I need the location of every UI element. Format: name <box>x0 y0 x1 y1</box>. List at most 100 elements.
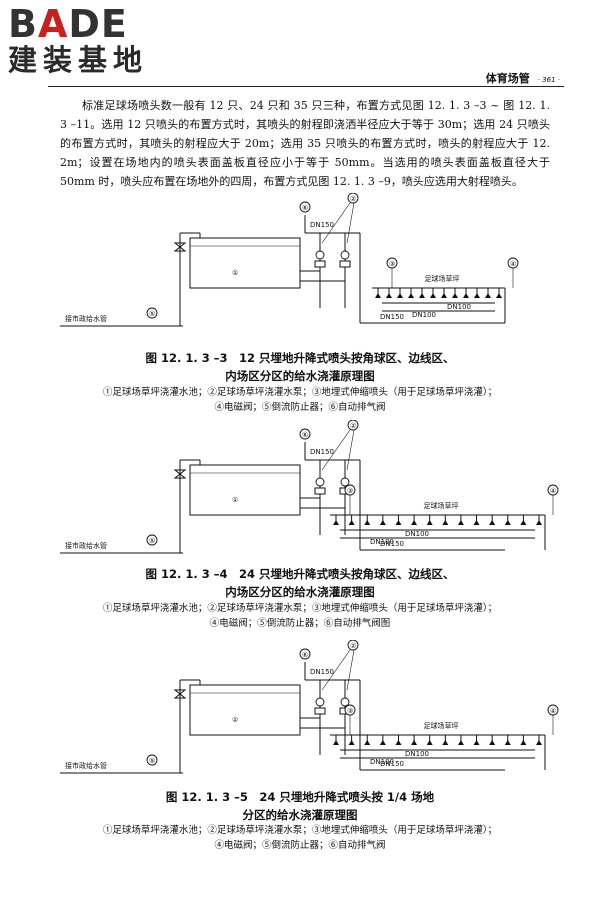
sprinkler-head-icon <box>504 520 511 525</box>
sprinkler-head-icon <box>379 520 386 525</box>
sprinkler-head-icon <box>457 740 464 745</box>
gate-valve-icon <box>173 689 187 699</box>
pump-icon <box>315 697 325 707</box>
dn100-a-label: DN100 <box>412 311 436 319</box>
section-title: 体育场管 <box>485 72 530 85</box>
marker-1: ① <box>232 716 238 724</box>
marker-6-ring <box>299 648 311 660</box>
dn150-bottom-label: DN150 <box>380 313 404 321</box>
figure-2-legend: ①足球场草坪浇灌水池；②足球场草坪浇灌水泵；③地埋式伸缩喷头（用于足球场草坪浇灌… <box>0 601 600 631</box>
valve-icon <box>339 260 351 268</box>
caption-line: 内场区分区的给水浇灌原理图 <box>225 369 375 383</box>
gate-valve-icon <box>173 242 187 252</box>
sprinkler-head-icon <box>473 740 480 745</box>
marker-5: ⑤ <box>149 310 155 318</box>
marker-6: ⑥ <box>302 651 308 659</box>
sprinkler-head-icon <box>348 740 355 745</box>
header-rule <box>48 86 564 87</box>
dn100-b-label: DN100 <box>447 303 471 311</box>
marker-5-ring <box>146 534 158 546</box>
inlet-label: 接市政给水管 <box>65 314 107 323</box>
pool-tank <box>189 464 301 516</box>
dn150-bottom-label: DN150 <box>380 540 404 548</box>
pump-icon <box>340 477 350 487</box>
caption-line: 内场区分区的给水浇灌原理图 <box>225 585 375 599</box>
sprinkler-head-icon <box>426 520 433 525</box>
legend-line: ①足球场草坪浇灌水池；②足球场草坪浇灌水泵；③地埋式伸缩喷头（用于足球场草坪浇灌… <box>102 387 498 398</box>
marker-5-ring <box>146 307 158 319</box>
gate-valve-icon <box>173 469 187 479</box>
pipe-line <box>321 429 351 471</box>
sprinkler-head-icon <box>442 740 449 745</box>
marker-2-ring <box>347 640 359 651</box>
sprinkler-head-icon <box>504 740 511 745</box>
marker-4: ④ <box>550 487 556 495</box>
pipe-line <box>346 649 355 691</box>
sprinkler-head-icon <box>364 520 371 525</box>
marker-4: ④ <box>510 260 516 268</box>
figure-1-legend: ①足球场草坪浇灌水池；②足球场草坪浇灌水泵；③地埋式伸缩喷头（用于足球场草坪浇灌… <box>0 385 600 415</box>
marker-2: ② <box>350 195 356 203</box>
marker-2: ② <box>350 422 356 430</box>
marker-3: ③ <box>347 487 353 495</box>
caption-line: 图 12. 1. 3 –5 24 只埋地升降式喷头按 1/4 场地 <box>165 790 435 804</box>
legend-line: ④电磁阀；⑤倒流防止器；⑥自动排气阀 <box>214 402 386 413</box>
valve-icon <box>314 707 326 715</box>
sprinkler-head-icon <box>333 740 339 745</box>
marker-6: ⑥ <box>302 204 308 212</box>
sprinkler-head-icon <box>395 740 402 745</box>
sprinkler-head-icon <box>520 740 527 745</box>
valve-icon <box>314 487 326 495</box>
sprinkler-head-icon <box>375 293 381 298</box>
sprinkler-head-icon <box>452 293 458 298</box>
marker-5-ring <box>146 754 158 766</box>
marker-6-ring <box>299 201 311 213</box>
inlet-label: 接市政给水管 <box>65 761 107 770</box>
legend-line: ④电磁阀；⑤倒流防止器；⑥自动排气阀 <box>214 840 386 851</box>
sprinkler-head-icon <box>411 520 418 525</box>
marker-3: ③ <box>347 707 353 715</box>
pool-tank <box>189 237 301 289</box>
caption-line: 分区的给水浇灌原理图 <box>242 808 358 822</box>
dn100-b-label: DN100 <box>405 750 429 758</box>
logo-brand: BADE <box>8 2 128 46</box>
marker-6: ⑥ <box>302 431 308 439</box>
logo-tagline: 建装基地 <box>8 43 149 77</box>
dn150-top-label: DN150 <box>310 668 334 676</box>
sprinkler-head-icon <box>473 520 480 525</box>
sprinkler-head-icon <box>426 740 433 745</box>
figure-3-legend: ①足球场草坪浇灌水池；②足球场草坪浇灌水泵；③地埋式伸缩喷头（用于足球场草坪浇灌… <box>0 823 600 853</box>
pump-icon <box>315 250 325 260</box>
pipe-line <box>321 649 351 691</box>
field-label: 足球场草坪 <box>424 501 459 510</box>
pipe-line <box>346 202 355 244</box>
figure-3-caption: 图 12. 1. 3 –5 24 只埋地升降式喷头按 1/4 场地 分区的给水浇… <box>0 788 600 824</box>
sprinkler-head-icon <box>395 520 402 525</box>
sprinkler-head-icon <box>489 520 496 525</box>
sprinkler-head-icon <box>520 520 527 525</box>
sprinkler-head-icon <box>485 293 491 298</box>
legend-line: ①足球场草坪浇灌水池；②足球场草坪浇灌水泵；③地埋式伸缩喷头（用于足球场草坪浇灌… <box>102 603 498 614</box>
marker-3: ③ <box>389 260 395 268</box>
marker-5: ⑤ <box>149 757 155 765</box>
dn100-b-label: DN100 <box>405 530 429 538</box>
sprinkler-head-icon <box>496 293 502 298</box>
sprinkler-head-icon <box>348 520 355 525</box>
marker-1: ① <box>232 269 238 277</box>
caption-line: 图 12. 1. 3 –4 24 只埋地升降式喷头按角球区、边线区、 <box>145 567 455 581</box>
sprinkler-head-icon <box>411 740 418 745</box>
figure-2-caption: 图 12. 1. 3 –4 24 只埋地升降式喷头按角球区、边线区、 内场区分区… <box>0 565 600 601</box>
field-label: 足球场草坪 <box>424 721 459 730</box>
sprinkler-head-icon <box>408 293 414 298</box>
site-logo: BADE 建装基地 <box>8 4 183 76</box>
sprinkler-head-icon <box>536 740 542 745</box>
pump-icon <box>315 477 325 487</box>
pump-icon <box>340 697 350 707</box>
dn150-top-label: DN150 <box>310 221 334 229</box>
sprinkler-head-icon <box>457 520 464 525</box>
